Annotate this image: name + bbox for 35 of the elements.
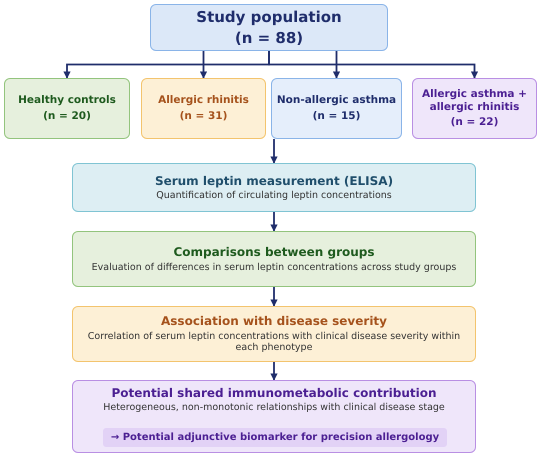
process-box bbox=[72, 306, 476, 362]
node-title: → Potential adjunctive biomarker for precision allergology bbox=[110, 432, 440, 444]
node-title: Healthy controls bbox=[18, 94, 116, 107]
population-box bbox=[150, 4, 388, 51]
group-box bbox=[141, 78, 266, 139]
conclusion-box bbox=[72, 380, 476, 453]
node-description: Evaluation of differences in serum leptin concentrations across study groups bbox=[92, 262, 456, 273]
node-title: Non-allergic asthma bbox=[276, 94, 396, 107]
group-box bbox=[271, 78, 402, 139]
group-box bbox=[412, 78, 537, 139]
node-title: Comparisons between groups bbox=[173, 245, 375, 260]
group-count: (n = 15) bbox=[312, 110, 360, 123]
node-title: Study population bbox=[196, 8, 342, 26]
group-count: (n = 20) bbox=[43, 110, 91, 123]
arrow bbox=[200, 51, 208, 79]
group-box bbox=[4, 78, 130, 139]
node-title: Association with disease severity bbox=[161, 314, 387, 329]
arrow bbox=[270, 362, 278, 381]
arrow bbox=[270, 139, 278, 164]
node-description: Quantification of circulating leptin concentrations bbox=[156, 190, 392, 202]
node-title: Serum leptin measurement (ELISA) bbox=[154, 174, 394, 188]
group-count: (n = 22) bbox=[450, 116, 498, 129]
process-box bbox=[72, 163, 476, 212]
node-description: Correlation of serum leptin concentrations with clinical disease severity within each phenotype bbox=[86, 330, 462, 354]
node-title: Allergic rhinitis bbox=[158, 94, 249, 107]
arrow bbox=[270, 287, 278, 307]
group-count: (n = 88) bbox=[234, 29, 304, 47]
arrow bbox=[332, 51, 340, 79]
node-title: Potential shared immunometabolic contribution bbox=[111, 386, 437, 400]
arrow bbox=[270, 212, 278, 232]
node-title: Allergic asthma + allergic rhinitis bbox=[421, 88, 528, 114]
group-count: (n = 31) bbox=[180, 110, 228, 123]
arrow bbox=[268, 51, 478, 79]
process-box bbox=[72, 231, 476, 287]
node-description: Heterogeneous, non-monotonic relationships with clinical disease stage bbox=[103, 402, 445, 414]
